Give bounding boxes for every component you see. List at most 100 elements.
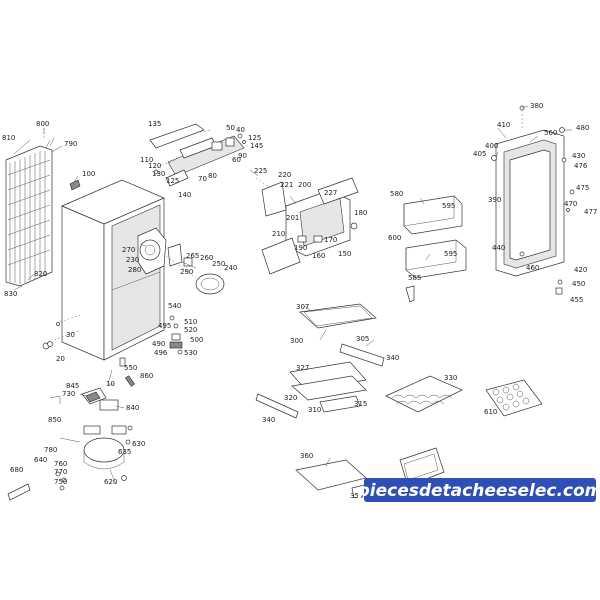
evaporator-housing-drawing bbox=[255, 177, 359, 275]
callout-30: 30 bbox=[66, 331, 75, 339]
callout-790: 790 bbox=[64, 140, 77, 148]
callout-380: 380 bbox=[530, 102, 543, 110]
callout-307: 307 bbox=[296, 303, 309, 311]
callout-315: 315 bbox=[354, 400, 367, 408]
callout-550: 550 bbox=[124, 364, 137, 372]
callout-340a: 340 bbox=[386, 354, 399, 362]
callout-845: 845 bbox=[66, 382, 79, 390]
callout-170: 170 bbox=[324, 236, 337, 244]
callout-225: 225 bbox=[254, 167, 267, 175]
callout-480: 480 bbox=[576, 124, 589, 132]
callout-810: 810 bbox=[2, 134, 15, 142]
bottle-rack-drawing bbox=[385, 375, 463, 413]
callout-460: 460 bbox=[526, 264, 539, 272]
callout-510: 510 bbox=[184, 318, 197, 326]
callout-430: 430 bbox=[572, 152, 585, 160]
door-drawing bbox=[491, 105, 575, 295]
callout-470: 470 bbox=[564, 200, 577, 208]
control-panel-drawing bbox=[149, 123, 246, 187]
callout-130: 130 bbox=[152, 170, 165, 178]
callout-520: 520 bbox=[184, 326, 197, 334]
callout-780: 780 bbox=[44, 446, 57, 454]
callout-320: 320 bbox=[284, 394, 297, 402]
callout-135: 135 bbox=[148, 120, 161, 128]
callout-390: 390 bbox=[488, 196, 501, 204]
callout-220: 220 bbox=[278, 171, 291, 179]
glass-shelves-drawing bbox=[255, 303, 385, 419]
callout-290: 290 bbox=[180, 268, 193, 276]
callout-327: 327 bbox=[296, 364, 309, 372]
callout-60: 60 bbox=[232, 156, 241, 164]
callout-610: 610 bbox=[484, 408, 497, 416]
callout-280: 280 bbox=[128, 266, 141, 274]
callout-420: 420 bbox=[574, 266, 587, 274]
callout-450: 450 bbox=[572, 280, 585, 288]
callout-10: 10 bbox=[106, 380, 115, 388]
watermark-background bbox=[364, 478, 596, 502]
callout-140: 140 bbox=[178, 191, 191, 199]
callout-230: 230 bbox=[126, 256, 139, 264]
callout-595b: 595 bbox=[444, 250, 457, 258]
callout-260: 260 bbox=[200, 254, 213, 262]
callout-100: 100 bbox=[82, 170, 95, 178]
callout-840: 840 bbox=[126, 404, 139, 412]
callout-80: 80 bbox=[208, 172, 217, 180]
callout-210: 210 bbox=[272, 230, 285, 238]
callout-730: 730 bbox=[62, 390, 75, 398]
callout-820: 820 bbox=[34, 270, 47, 278]
callout-680: 680 bbox=[10, 466, 23, 474]
callout-150: 150 bbox=[338, 250, 351, 258]
callout-540: 540 bbox=[168, 302, 181, 310]
callout-455: 455 bbox=[570, 296, 583, 304]
callout-500: 500 bbox=[190, 336, 203, 344]
callout-860: 860 bbox=[140, 372, 153, 380]
callout-635: 635 bbox=[118, 448, 131, 456]
callout-310: 310 bbox=[308, 406, 321, 414]
bottom-hardware-drawing bbox=[107, 315, 183, 387]
callout-330: 330 bbox=[444, 374, 457, 382]
callout-595a: 595 bbox=[442, 202, 455, 210]
callout-750: 750 bbox=[54, 478, 67, 486]
callout-530: 530 bbox=[184, 349, 197, 357]
callout-221: 221 bbox=[280, 181, 293, 189]
callout-600: 600 bbox=[388, 234, 401, 242]
callout-227: 227 bbox=[324, 189, 337, 197]
callout-350: 350 bbox=[350, 492, 363, 500]
callout-305: 305 bbox=[356, 335, 369, 343]
callout-125b: 125 bbox=[166, 177, 179, 185]
callout-405: 405 bbox=[473, 150, 486, 158]
callout-475: 475 bbox=[576, 184, 589, 192]
callout-265: 265 bbox=[186, 252, 199, 260]
callout-200: 200 bbox=[298, 181, 311, 189]
callout-110: 110 bbox=[140, 156, 153, 164]
callout-190: 190 bbox=[294, 244, 307, 252]
door-shelves-drawing bbox=[403, 195, 467, 303]
watermark-text: piecesdetacheeselec.com bbox=[357, 481, 600, 501]
callout-90: 90 bbox=[238, 152, 247, 160]
callout-580: 580 bbox=[390, 190, 403, 198]
callout-620: 620 bbox=[104, 478, 117, 486]
callout-360: 360 bbox=[300, 452, 313, 460]
callout-340b: 340 bbox=[262, 416, 275, 424]
leader-lines bbox=[13, 105, 572, 485]
crisper-drawer-drawing bbox=[295, 447, 445, 499]
callout-240: 240 bbox=[224, 264, 237, 272]
callout-40: 40 bbox=[236, 126, 245, 134]
callout-477: 477 bbox=[584, 208, 597, 216]
callout-180: 180 bbox=[354, 209, 367, 217]
callout-830: 830 bbox=[4, 290, 17, 298]
callout-400: 400 bbox=[485, 142, 498, 150]
callout-120: 120 bbox=[148, 162, 161, 170]
callout-160: 160 bbox=[312, 252, 325, 260]
callout-125a: 125 bbox=[248, 134, 261, 142]
callout-270: 270 bbox=[122, 246, 135, 254]
callout-585: 585 bbox=[408, 274, 421, 282]
callout-300: 300 bbox=[290, 337, 303, 345]
callout-495: 495 bbox=[158, 322, 171, 330]
cabinet-drawing bbox=[42, 179, 165, 361]
egg-tray-drawing bbox=[485, 379, 543, 417]
callout-630: 630 bbox=[132, 440, 145, 448]
callout-496: 496 bbox=[154, 349, 168, 357]
callout-410: 410 bbox=[497, 121, 510, 129]
